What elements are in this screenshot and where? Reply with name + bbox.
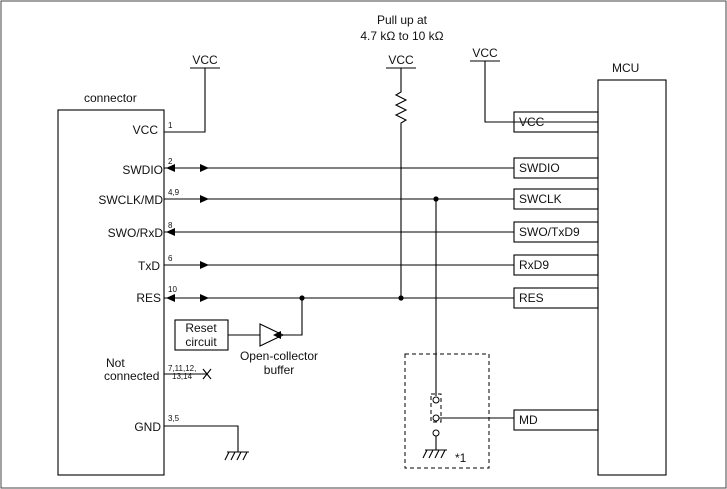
arrow-swclk bbox=[200, 195, 209, 203]
wire-buffer-to-res bbox=[283, 298, 303, 336]
conn-pin-res: RES bbox=[136, 291, 161, 305]
pin-num-res: 10 bbox=[168, 285, 177, 294]
jumper-outline bbox=[430, 393, 442, 423]
arrow-res-left bbox=[166, 294, 175, 302]
arrow-res-right bbox=[200, 294, 209, 302]
reset-circuit-line2: circuit bbox=[185, 335, 217, 349]
jumper-gnd-hatch-2 bbox=[428, 449, 434, 459]
junction-res-pullup bbox=[398, 295, 404, 301]
wire-gnd bbox=[164, 425, 239, 452]
mcu-pin-swclk: SWCLK bbox=[519, 192, 562, 206]
vcc-label-connector: VCC bbox=[192, 53, 218, 67]
conn-pin-swclk-md: SWCLK/MD bbox=[98, 193, 163, 207]
nc-x-mark-b bbox=[202, 368, 212, 380]
jumper-gnd-hatch-1 bbox=[422, 449, 428, 459]
jumper-pin-2 bbox=[432, 414, 440, 422]
conn-notconnected-line2: connected bbox=[104, 369, 159, 383]
pin-num-swo: 8 bbox=[168, 221, 173, 230]
wire-vcc-mcu bbox=[484, 61, 598, 123]
gnd-hatch-1 bbox=[224, 451, 230, 461]
mcu-pin-md: MD bbox=[519, 413, 538, 427]
pullup-resistor bbox=[394, 68, 408, 298]
buffer-label-line1: Open-collector bbox=[240, 349, 318, 363]
wire-vcc-connector bbox=[164, 68, 206, 133]
md-jumper-region bbox=[404, 353, 490, 469]
connector-box bbox=[57, 109, 165, 476]
buffer-oc-mark bbox=[273, 331, 281, 339]
mcu-box bbox=[597, 79, 667, 476]
conn-pin-txd: TxD bbox=[138, 259, 160, 273]
buffer-label-line2: buffer bbox=[264, 363, 294, 377]
mcu-pin-res: RES bbox=[519, 291, 544, 305]
arrow-swdio-right bbox=[200, 164, 209, 172]
pullup-title-line1: Pull up at bbox=[377, 13, 428, 27]
conn-pin-gnd: GND bbox=[134, 420, 161, 434]
arrow-txd bbox=[200, 261, 209, 269]
pin-num-vcc: 1 bbox=[168, 121, 173, 130]
jumper-pin-3 bbox=[432, 429, 440, 437]
gnd-hatch-4 bbox=[242, 451, 248, 461]
jumper-gnd-hatch-4 bbox=[440, 449, 446, 459]
pin-num-nc-line2: 13,14 bbox=[172, 372, 193, 381]
conn-pin-swo-rxd: SWO/RxD bbox=[108, 226, 164, 240]
pin-num-txd: 6 bbox=[168, 254, 173, 263]
mcu-pin-box-vcc bbox=[513, 111, 599, 133]
mcu-pin-swo-txd9: SWO/TxD9 bbox=[519, 225, 580, 239]
pin-num-swclk: 4,9 bbox=[168, 188, 180, 197]
footnote-marker: *1 bbox=[455, 451, 467, 465]
mcu-pin-swdio: SWDIO bbox=[519, 161, 560, 175]
vcc-label-mcu: VCC bbox=[472, 46, 498, 60]
arrow-swdio-left bbox=[166, 164, 175, 172]
mcu-pin-vcc: VCC bbox=[519, 115, 545, 129]
pin-num-nc-line1: 7,11,12, bbox=[168, 364, 196, 373]
buffer-symbol bbox=[259, 323, 285, 347]
pin-num-swdio: 2 bbox=[168, 157, 173, 166]
conn-notconnected-line1: Not bbox=[106, 356, 125, 370]
jumper-pin-1 bbox=[432, 396, 440, 404]
connector-label: connector bbox=[84, 91, 137, 105]
mcu-label: MCU bbox=[612, 61, 639, 75]
jumper-gnd-hatch-3 bbox=[434, 449, 440, 459]
mcu-pin-rxd9: RxD9 bbox=[519, 258, 549, 272]
reset-circuit-line1: Reset bbox=[185, 321, 217, 335]
pin-num-gnd: 3,5 bbox=[168, 414, 180, 423]
vcc-label-pullup: VCC bbox=[388, 53, 414, 67]
pullup-title-line2: 4.7 kΩ to 10 kΩ bbox=[360, 29, 443, 43]
arrow-swo bbox=[166, 228, 175, 236]
mcu-pin-box-md bbox=[513, 409, 599, 431]
gnd-hatch-3 bbox=[236, 451, 242, 461]
conn-pin-swdio: SWDIO bbox=[122, 163, 163, 177]
conn-pin-vcc: VCC bbox=[133, 123, 159, 137]
gnd-hatch-2 bbox=[230, 451, 236, 461]
